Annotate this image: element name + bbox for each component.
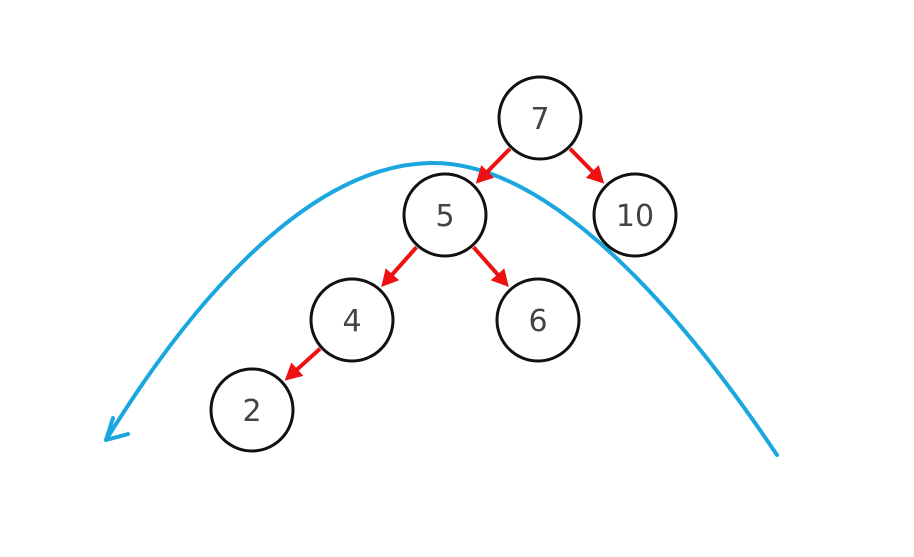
- tree-node-6: 6: [495, 277, 581, 363]
- tree-node-5: 5: [402, 172, 488, 258]
- node-label: 5: [435, 199, 454, 234]
- node-circle: [497, 75, 583, 161]
- edge-n5-n4: [388, 245, 418, 278]
- node-circle: [209, 367, 295, 453]
- rotation-curve: [104, 160, 779, 457]
- node-label: 2: [242, 394, 261, 429]
- node-label: 10: [616, 199, 654, 234]
- node-circle: [495, 277, 581, 363]
- arrowhead-icon: [475, 165, 495, 184]
- node-label: 7: [530, 102, 549, 137]
- edge-n7-n5: [484, 147, 512, 175]
- edge-n7-n10: [568, 147, 596, 175]
- tree-edges: [284, 147, 605, 381]
- tree-node-2: 2: [209, 367, 295, 453]
- tree-nodes: 7 10 5 4 6 2: [209, 75, 678, 453]
- edge-n5-n6: [472, 245, 502, 278]
- tree-node-10: 10: [592, 172, 678, 258]
- edge-n4-n2: [293, 347, 322, 373]
- node-circle: [592, 172, 678, 258]
- arrowhead-icon: [585, 165, 605, 184]
- arrowhead-icon: [284, 362, 304, 381]
- curve-arrowhead-icon: [104, 416, 130, 442]
- tree-node-7: 7: [497, 75, 583, 161]
- node-label: 6: [528, 304, 547, 339]
- node-label: 4: [342, 304, 361, 339]
- node-circle: [402, 172, 488, 258]
- tree-node-4: 4: [309, 277, 395, 363]
- arrowhead-icon: [490, 268, 509, 288]
- arrowhead-icon: [381, 268, 400, 288]
- node-circle: [309, 277, 395, 363]
